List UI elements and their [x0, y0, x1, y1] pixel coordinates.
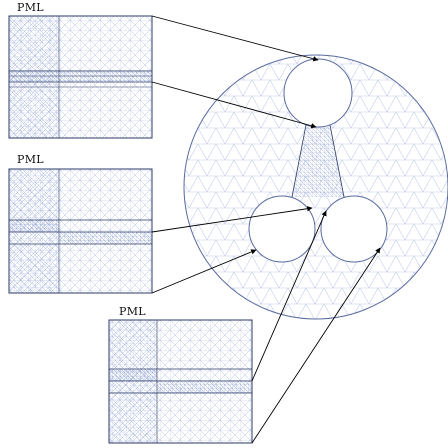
- arrow-middle-gap: [151, 206, 313, 233]
- air-hole-right: [320, 195, 388, 263]
- inset-bottom: [108, 319, 253, 444]
- pml-label-top: PML: [17, 1, 44, 14]
- connector-arrows: [151, 15, 381, 444]
- arrow-top-outer: [151, 15, 319, 62]
- arrow-middle-hole: [151, 249, 257, 294]
- arrow-bottom-outer: [251, 247, 381, 444]
- inset-middle: [8, 168, 153, 294]
- pml-label-bottom: PML: [119, 305, 146, 318]
- pml-label-middle: PML: [17, 153, 44, 166]
- fiber-cross-section: [183, 54, 448, 320]
- arrow-top-inner: [151, 81, 317, 129]
- inset-top: [8, 15, 153, 139]
- air-hole-top: [283, 58, 353, 128]
- arrow-bottom-gap: [251, 210, 327, 382]
- air-hole-left: [248, 195, 316, 263]
